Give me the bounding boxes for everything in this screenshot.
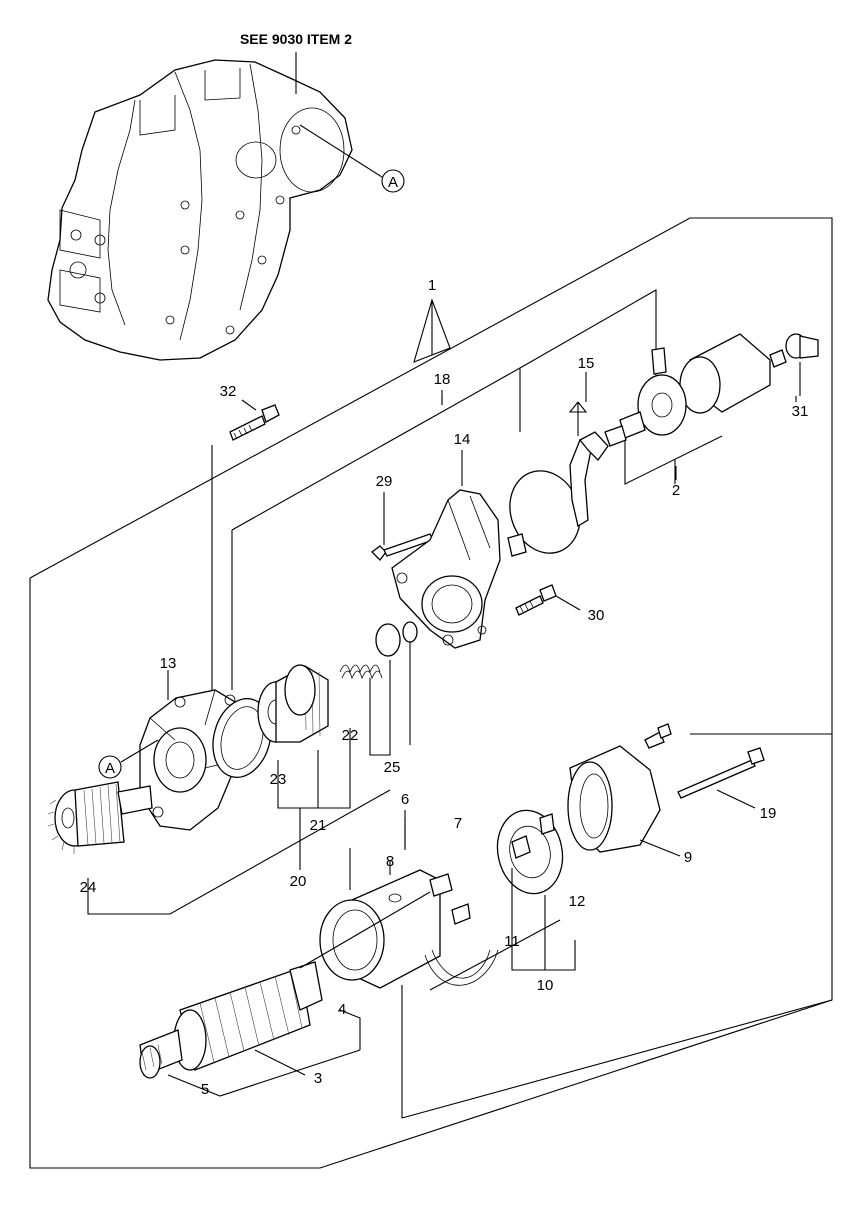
bushing-25-drawing <box>375 621 418 657</box>
leader-lines <box>167 372 797 875</box>
reference-note: SEE 9030 ITEM 2 <box>240 31 352 47</box>
front-bracket-13-drawing <box>139 689 241 831</box>
part-label-11: 11 <box>504 933 520 950</box>
part-label-25: 25 <box>384 759 401 776</box>
part-label-24: 24 <box>80 879 97 896</box>
part-label-8: 8 <box>386 853 394 870</box>
bracket-gasket-drawing <box>212 698 272 778</box>
clutch-21-drawing <box>257 664 329 743</box>
part-label-32: 32 <box>220 383 237 400</box>
part-label-3: 3 <box>314 1070 322 1087</box>
part-label-23: 23 <box>270 771 287 788</box>
part-label-7: 7 <box>454 815 462 832</box>
callout-a-circle-bottom <box>98 755 122 779</box>
part-label-20: 20 <box>290 873 307 890</box>
spring-22-drawing <box>339 664 383 680</box>
seal-ring-drawing <box>507 470 581 557</box>
part-label-4: 4 <box>338 1001 346 1018</box>
terminal-cap-31-drawing <box>785 333 819 396</box>
part-label-19: 19 <box>760 805 777 822</box>
callout-a-leader-top <box>299 124 383 178</box>
pinion-gear-24-drawing <box>47 781 153 854</box>
part-label-12: 12 <box>569 893 586 910</box>
yoke-6-drawing <box>319 869 499 989</box>
solenoid-2-drawing <box>604 333 787 447</box>
part-label-6: 6 <box>401 791 409 808</box>
part-label-2: 2 <box>672 482 680 499</box>
part-label-1: 1 <box>428 277 436 294</box>
callout-a-label-top: A <box>388 174 398 191</box>
assembly-boundary <box>29 217 833 1169</box>
part-label-14: 14 <box>454 431 471 448</box>
part-label-15: 15 <box>578 355 595 372</box>
part-label-18: 18 <box>434 371 451 388</box>
part-label-10: 10 <box>537 977 554 994</box>
rear-cover-9-drawing <box>567 745 661 853</box>
callout-a-circle-top <box>381 169 405 193</box>
part-number-labels: 1 2 3 4 5 6 7 8 9 10 11 12 13 14 15 18 1… <box>80 277 809 1098</box>
part-label-5: 5 <box>201 1081 209 1098</box>
armature-3-drawing <box>139 961 323 1079</box>
flywheel-housing-drawing <box>47 59 353 361</box>
callout-a-leader-bottom <box>120 739 159 763</box>
part-label-31: 31 <box>792 403 809 420</box>
item-18-boundary <box>231 289 657 531</box>
part-label-21: 21 <box>310 817 327 834</box>
shift-lever-15-drawing <box>569 431 609 528</box>
through-bolt-19-drawing <box>644 723 765 799</box>
part-label-13: 13 <box>160 655 177 672</box>
brush-holder-10-drawing <box>496 809 564 895</box>
item-1-bracket <box>413 298 451 363</box>
part-label-29: 29 <box>376 473 393 490</box>
callout-a-label-bottom: A <box>105 760 115 777</box>
bolt-30-drawing <box>515 584 557 616</box>
part-label-30: 30 <box>588 607 605 624</box>
part-label-9: 9 <box>684 849 692 866</box>
bolt-32-drawing <box>229 404 280 441</box>
housing-14-drawing <box>391 489 501 649</box>
part-label-22: 22 <box>342 727 359 744</box>
